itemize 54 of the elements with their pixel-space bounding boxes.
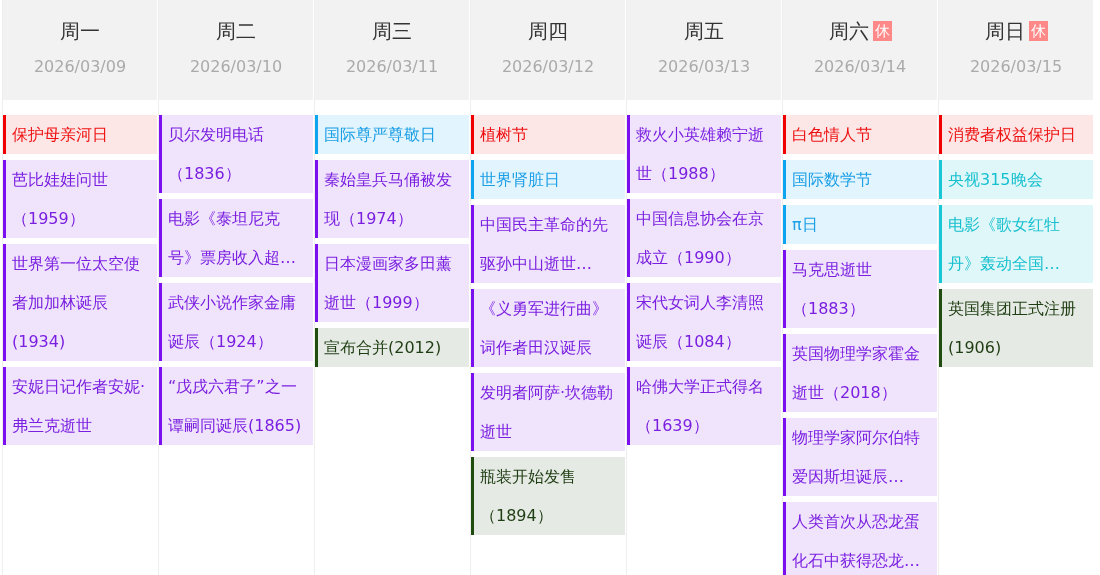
event-item: 英国物理学家霍金逝世（2018） — [783, 334, 937, 412]
weekday-label: 周六 — [828, 18, 869, 44]
date-label: 2026/03/10 — [188, 57, 284, 77]
weekday-label: 周四 — [528, 18, 568, 44]
day-column — [470, 0, 625, 575]
event-item: 瓶装开始发售（1894） — [471, 457, 625, 535]
event-item: 发明者阿萨·坎德勒逝世 — [471, 373, 625, 451]
event-item: 武侠小说作家金庸诞辰（1924） — [159, 283, 313, 361]
date-label: 2026/03/15 — [968, 57, 1064, 77]
event-item: 央视315晚会 — [939, 160, 1093, 199]
event-item: 植树节 — [471, 115, 625, 154]
date-label: 2026/03/14 — [812, 57, 908, 77]
day-column — [938, 0, 1093, 575]
event-item: 物理学家阿尔伯特爱因斯坦诞辰… — [783, 418, 937, 496]
date-label: 2026/03/12 — [500, 57, 596, 77]
day-column — [626, 0, 781, 575]
date-label: 2026/03/11 — [344, 57, 440, 77]
event-item: 保护母亲河日 — [3, 115, 157, 154]
event-item: “戊戌六君子”之一谭嗣同诞辰(1865) — [159, 367, 313, 445]
event-item: 电影《歌女红牡丹》轰动全国… — [939, 205, 1093, 283]
event-item: 哈佛大学正式得名（1639） — [627, 367, 781, 445]
event-item: 《义勇军进行曲》词作者田汉诞辰 — [471, 289, 625, 367]
event-item: 贝尔发明电话（1836） — [159, 115, 313, 193]
event-item: 消费者权益保护日 — [939, 115, 1093, 154]
event-item: 马克思逝世（1883） — [783, 250, 937, 328]
event-item: 世界第一位太空使者加加林诞辰(1934) — [3, 244, 157, 361]
day-column — [2, 0, 157, 575]
event-item: 秦始皇兵马俑被发现（1974） — [315, 160, 469, 238]
event-item: 中国信息协会在京成立（1990） — [627, 199, 781, 277]
event-item: 世界肾脏日 — [471, 160, 625, 199]
day-column — [158, 0, 313, 575]
event-item: 国际数学节 — [783, 160, 937, 199]
event-item: 芭比娃娃问世（1959） — [3, 160, 157, 238]
weekday-label: 周日 — [984, 18, 1025, 44]
event-item: 日本漫画家多田薰逝世（1999） — [315, 244, 469, 322]
event-item: 宣布合并(2012) — [315, 328, 469, 367]
event-item: 中国民主革命的先驱孙中山逝世… — [471, 205, 625, 283]
event-item: 电影《泰坦尼克号》票房收入超… — [159, 199, 313, 277]
day-column — [314, 0, 469, 575]
day-column — [782, 0, 937, 575]
event-item: 救火小英雄赖宁逝世（1988） — [627, 115, 781, 193]
weekday-label: 周五 — [684, 18, 724, 44]
event-item: 国际尊严尊敬日 — [315, 115, 469, 154]
event-item: 人类首次从恐龙蛋化石中获得恐龙… — [783, 502, 937, 575]
date-label: 2026/03/09 — [32, 57, 128, 77]
event-item: 英国集团正式注册(1906) — [939, 289, 1093, 367]
event-item: 安妮日记作者安妮·弗兰克逝世 — [3, 367, 157, 445]
event-item: 宋代女词人李清照诞辰（1084） — [627, 283, 781, 361]
weekday-label: 周二 — [216, 18, 256, 44]
date-label: 2026/03/13 — [656, 57, 752, 77]
weekday-label: 周三 — [372, 18, 412, 44]
weekday-label: 周一 — [60, 18, 100, 44]
event-item: 白色情人节 — [783, 115, 937, 154]
event-item: π日 — [783, 205, 937, 244]
